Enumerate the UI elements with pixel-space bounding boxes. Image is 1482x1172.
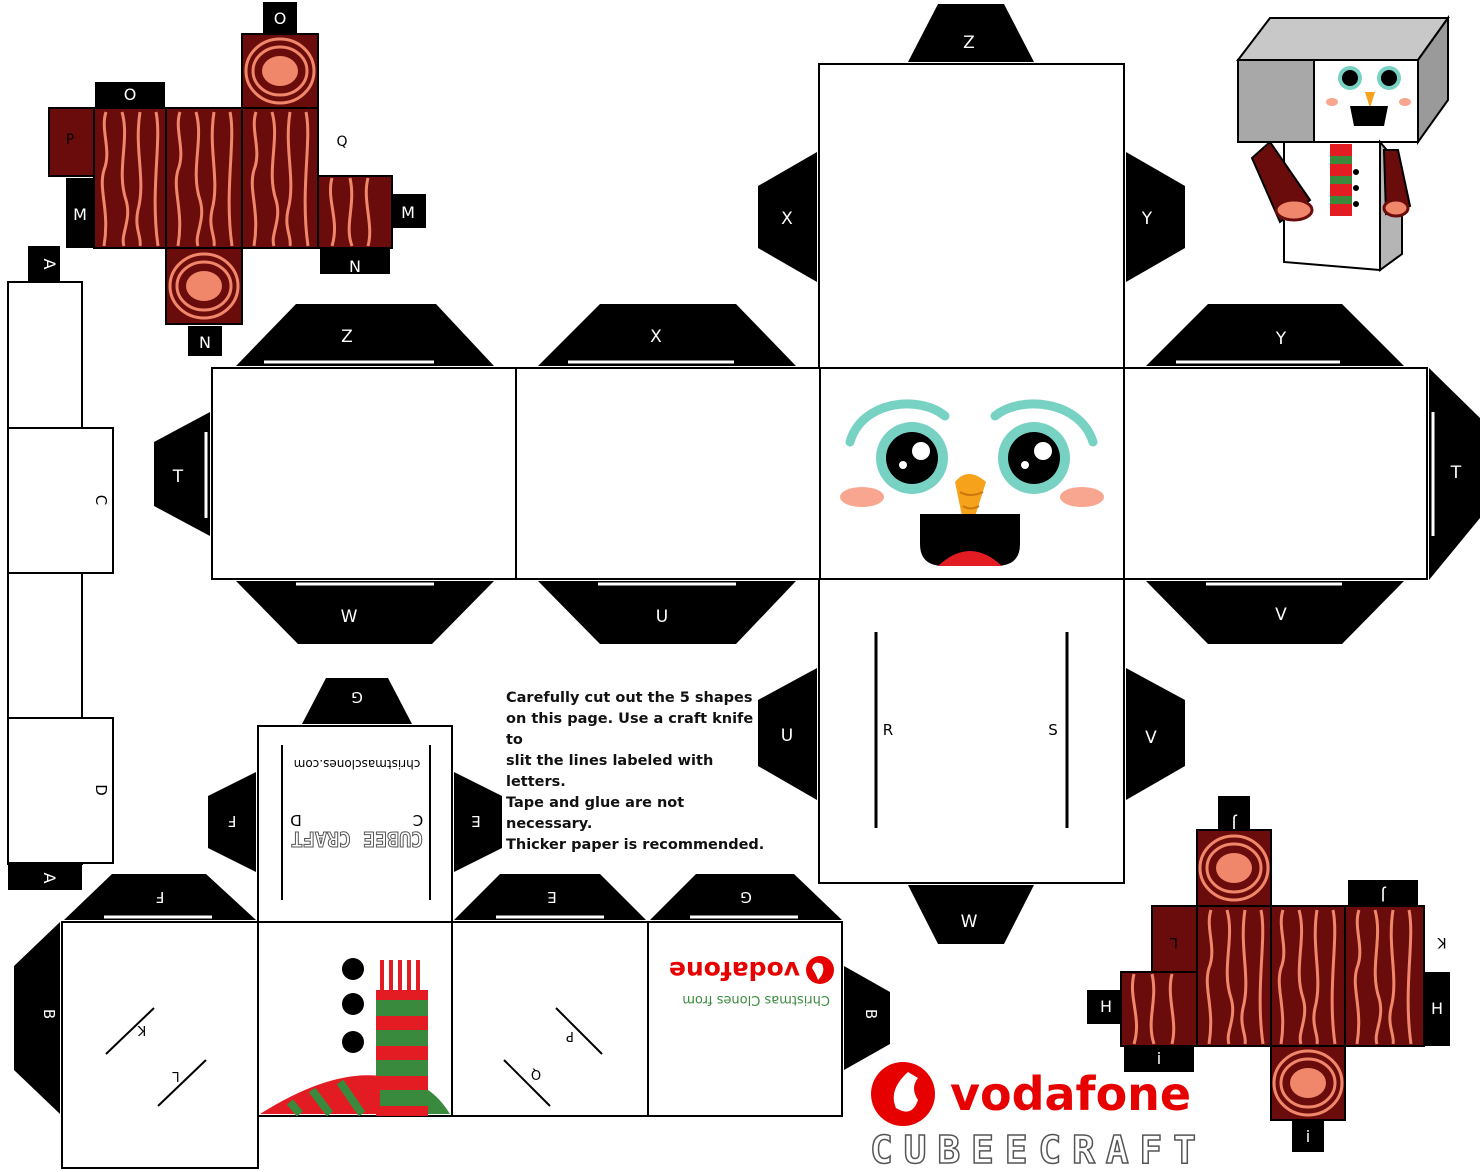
coal-button-icon [342,958,364,980]
label-v: V [1275,605,1287,625]
label-z: Z [341,327,353,347]
instructions-text: Carefully cut out the 5 shapes on this p… [506,690,765,853]
label-a: A [40,873,59,884]
tab-y-right [1126,152,1185,282]
label-t: T [1450,463,1462,483]
head-bottom-face [818,578,1125,884]
label-l: L [1170,934,1178,950]
vodafone-wordmark: vodafone [950,1067,1191,1121]
label-i: i [1306,1127,1310,1146]
label-s: S [1048,721,1058,739]
tab-x-left [758,152,817,282]
vodafone-small-logo: vodafone Christmas Clones from [669,956,834,1007]
label-d: D [290,811,302,829]
label-m: M [401,203,415,222]
mini-logo: CUBEE CRAFT [291,827,423,851]
label-m: M [73,205,87,224]
head-net[interactable]: Z X Y Z X Y W U V T T [154,4,1480,944]
arm-net-left[interactable]: O O P Q M M N N [48,2,426,356]
label-g: G [740,888,752,906]
head-right-face [1123,367,1428,580]
label-p: P [566,1028,574,1043]
label-e: E [471,812,480,830]
label-x: X [781,209,793,229]
label-j: J [1232,814,1238,833]
label-a: A [40,259,59,270]
snowman-face [840,399,1104,566]
label-f: F [228,812,237,830]
neck-strip[interactable]: A C D A [7,246,114,890]
label-q: Q [531,1066,541,1081]
right-cheek [1060,487,1104,507]
label-y: Y [1141,209,1153,229]
body-net[interactable]: CUBEE CRAFT C D christmasclones.com G F … [14,678,890,1169]
label-w: W [961,912,978,932]
label-u: U [656,607,668,627]
mouth [920,514,1020,566]
label-i: i [1157,1049,1161,1068]
label-d: D [92,784,110,796]
label-c: C [92,495,110,505]
label-g: G [351,688,363,706]
head-back-face [211,367,517,580]
label-n: N [199,333,211,352]
cubeecraft-logo: CUBEECRAFT [870,1128,1196,1172]
label-v: V [1145,728,1157,748]
vodafone-logo: vodafone CUBEECRAFT [869,1062,1197,1172]
label-z: Z [963,33,975,53]
arm-net-right[interactable]: J J L K H H i i [1087,796,1450,1152]
label-e: E [547,888,556,906]
label-c: C [413,811,423,829]
label-k: K [1437,934,1447,950]
label-b: B [40,1009,58,1019]
label-f: F [156,888,165,906]
label-p: P [66,132,74,148]
label-u: U [781,726,793,746]
vodafone-small-word: vodafone [669,956,800,985]
tab-z-top [908,4,1034,62]
assembled-preview [1235,14,1450,272]
coal-button-icon [342,1031,364,1053]
head-left-face [515,367,821,580]
coal-button-icon [342,993,364,1015]
label-y: Y [1275,329,1287,349]
label-w: W [341,607,358,627]
label-n: N [349,257,361,276]
label-r: R [883,721,893,739]
label-h: H [1100,997,1112,1016]
label-b: B [862,1009,880,1019]
head-top-face [818,63,1125,369]
label-t: T [172,467,184,487]
label-l: L [172,1068,180,1083]
label-h: H [1431,999,1443,1018]
label-x: X [650,327,662,347]
scarf-icon [260,960,450,1117]
label-j: J [1381,886,1387,905]
website-text: christmasclones.com [294,757,421,771]
label-o: O [124,85,137,104]
label-o: O [274,9,287,28]
label-q: Q [336,134,347,150]
log-end-icon [244,37,316,105]
left-cheek [840,487,884,507]
label-k: K [137,1022,146,1037]
tagline-text: Christmas Clones from [682,992,830,1007]
